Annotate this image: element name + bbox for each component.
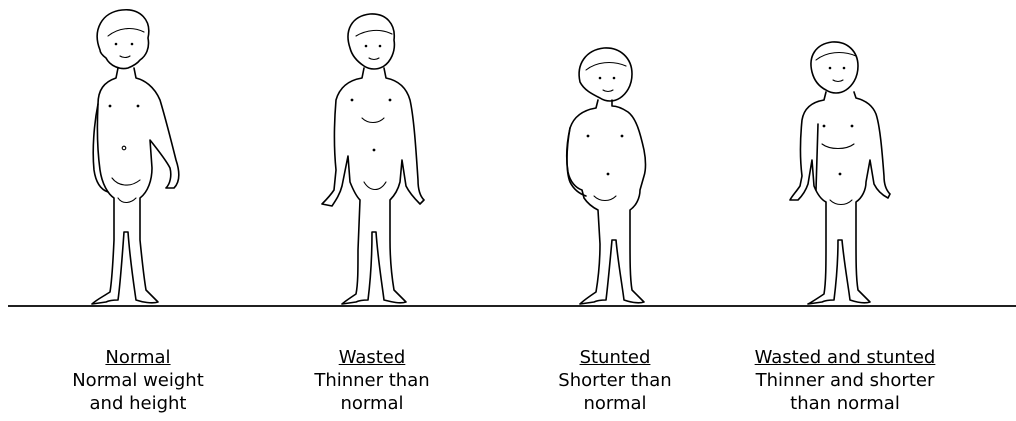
caption-normal: Normal Normal weight and height — [28, 346, 248, 415]
caption-stunted: Stunted Shorter than normal — [505, 346, 725, 415]
caption-description-line-2: and height — [28, 392, 248, 415]
caption-description-line-2: than normal — [735, 392, 955, 415]
wasted-child-drawing — [322, 14, 424, 304]
wasted-and-stunted-child-drawing — [790, 42, 890, 304]
caption-wasted-and-stunted: Wasted and stunted Thinner and shorter t… — [735, 346, 955, 415]
normal-child-drawing — [92, 10, 179, 304]
caption-wasted: Wasted Thinner than normal — [262, 346, 482, 415]
caption-description-line-1: Normal weight — [28, 369, 248, 392]
caption-title: Wasted — [262, 346, 482, 369]
caption-title: Stunted — [505, 346, 725, 369]
caption-description-line-1: Thinner and shorter — [735, 369, 955, 392]
caption-title: Normal — [28, 346, 248, 369]
caption-description-line-1: Shorter than — [505, 369, 725, 392]
stunted-child-drawing — [567, 48, 646, 304]
caption-title: Wasted and stunted — [735, 346, 955, 369]
caption-description-line-2: normal — [505, 392, 725, 415]
caption-description-line-2: normal — [262, 392, 482, 415]
caption-description-line-1: Thinner than — [262, 369, 482, 392]
